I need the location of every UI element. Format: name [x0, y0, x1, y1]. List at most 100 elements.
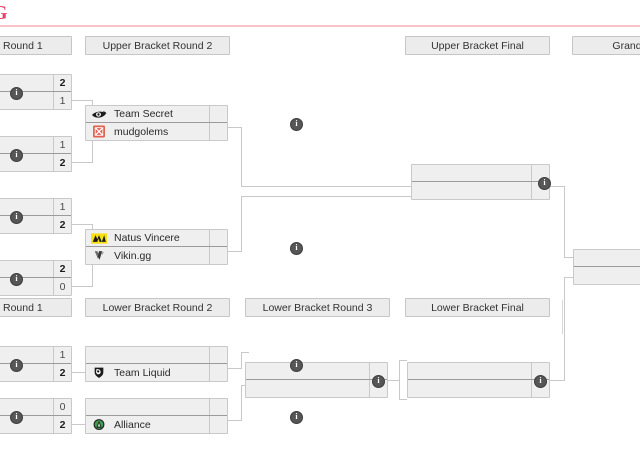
- connector: [92, 136, 93, 162]
- connector: [71, 286, 93, 287]
- connector: [71, 162, 93, 163]
- match-info-icon[interactable]: i: [290, 359, 303, 372]
- match-lower-r2-2[interactable]: Alliance i: [85, 398, 303, 434]
- team-score: 1: [53, 199, 71, 215]
- connector: [241, 196, 411, 197]
- match-row[interactable]: mudgolems: [86, 123, 227, 140]
- match-info-icon[interactable]: i: [290, 118, 303, 131]
- match-row[interactable]: Team Liquid: [86, 364, 227, 381]
- team-score: 1: [53, 92, 71, 109]
- score-column: [209, 347, 227, 363]
- connector: [564, 277, 565, 381]
- team-score: 1: [53, 137, 71, 153]
- header-upper-bracket-round-1[interactable]: et Round 1: [0, 36, 72, 55]
- team-name: ecret: [0, 77, 53, 89]
- connector: [399, 360, 407, 361]
- team-score: 2: [53, 416, 71, 433]
- connector: [241, 352, 249, 353]
- match-info-icon[interactable]: i: [10, 87, 23, 100]
- score-column: [209, 416, 227, 433]
- header-lower-bracket-round-2[interactable]: Lower Bracket Round 2: [85, 298, 230, 317]
- header-lower-bracket-round-1[interactable]: et Round 1: [0, 298, 72, 317]
- team-name: Team Secret: [114, 108, 173, 120]
- match-upper-r1-2[interactable]: quid 1 ems 2 i: [0, 136, 72, 172]
- match-lower-r2-1[interactable]: Team Liquid i: [85, 346, 303, 382]
- match-row[interactable]: Vikin.gg: [86, 247, 227, 264]
- match-row[interactable]: Alliance: [86, 416, 227, 433]
- team-liquid-logo: [90, 366, 108, 380]
- connector: [228, 127, 242, 128]
- connector: [241, 352, 242, 368]
- team-score: 2: [53, 261, 71, 277]
- header-divider: [0, 25, 640, 27]
- score-column: [531, 380, 549, 397]
- score-column: [369, 380, 387, 397]
- connector: [399, 380, 400, 400]
- connector: [564, 257, 574, 258]
- match-info-icon[interactable]: i: [10, 273, 23, 286]
- team-name: gma: [0, 95, 53, 107]
- match-info-icon[interactable]: i: [10, 411, 23, 424]
- match-row[interactable]: Team Secret: [86, 106, 227, 123]
- team-name: incere: [0, 219, 53, 231]
- match-lower-r3[interactable]: i: [245, 362, 388, 398]
- match-info-icon[interactable]: i: [290, 242, 303, 255]
- score-column: [531, 165, 549, 181]
- match-row[interactable]: [246, 380, 387, 397]
- match-upper-r1-1[interactable]: ecret 2 gma 1 i: [0, 74, 72, 110]
- connector: [549, 186, 565, 187]
- match-row[interactable]: [86, 347, 227, 364]
- vikingg-logo: [90, 249, 108, 263]
- match-info-icon[interactable]: i: [10, 359, 23, 372]
- match-row[interactable]: [574, 267, 640, 284]
- team-name: Vikin.gg: [114, 249, 152, 262]
- site-logo[interactable]: G: [0, 2, 14, 24]
- connector: [71, 372, 93, 373]
- match-lower-final[interactable]: i: [407, 362, 550, 398]
- score-column: [369, 363, 387, 379]
- team-score: 2: [53, 216, 71, 233]
- match-info-icon[interactable]: i: [538, 177, 551, 190]
- team-score: 2: [53, 364, 71, 381]
- team-score: 2: [53, 154, 71, 171]
- connector: [564, 186, 565, 258]
- match-upper-r1-4[interactable]: 2 0 i: [0, 260, 72, 296]
- match-row[interactable]: [412, 182, 549, 199]
- header-lower-bracket-final[interactable]: Lower Bracket Final: [405, 298, 550, 317]
- column-divider: [562, 300, 563, 334]
- header-grand-final[interactable]: Grand: [572, 36, 640, 55]
- team-name: mudgolems: [114, 125, 169, 138]
- header-upper-bracket-round-2[interactable]: Upper Bracket Round 2: [85, 36, 230, 55]
- match-lower-r1-1[interactable]: gma 1 quid 2 i: [0, 346, 72, 382]
- match-grand-final[interactable]: [573, 249, 640, 285]
- team-score: 0: [53, 399, 71, 415]
- header-lower-bracket-round-3[interactable]: Lower Bracket Round 3: [245, 298, 390, 317]
- match-row[interactable]: [574, 250, 640, 267]
- team-score: 0: [53, 278, 71, 295]
- match-info-icon[interactable]: i: [10, 211, 23, 224]
- score-column: [209, 106, 227, 122]
- match-upper-final[interactable]: i: [411, 164, 551, 200]
- match-row[interactable]: [408, 363, 549, 380]
- team-name: Alliance: [114, 418, 151, 431]
- header-upper-bracket-final[interactable]: Upper Bracket Final: [405, 36, 550, 55]
- match-row[interactable]: [246, 363, 387, 380]
- match-row[interactable]: [86, 399, 227, 416]
- connector: [92, 260, 93, 286]
- team-name: Team Liquid: [114, 366, 171, 379]
- match-row[interactable]: [408, 380, 549, 397]
- match-upper-r2-2[interactable]: Natus Vincere Vikin.gg i: [85, 229, 303, 265]
- match-info-icon[interactable]: i: [10, 149, 23, 162]
- score-column: [209, 123, 227, 140]
- match-row[interactable]: [412, 165, 549, 182]
- match-info-icon[interactable]: i: [290, 411, 303, 424]
- match-info-icon[interactable]: i: [372, 375, 385, 388]
- match-info-icon[interactable]: i: [534, 375, 547, 388]
- score-column: [209, 247, 227, 264]
- connector: [388, 380, 400, 381]
- match-upper-r1-3[interactable]: 1 incere 2 i: [0, 198, 72, 234]
- match-upper-r2-1[interactable]: Team Secret mudgolems i: [85, 105, 303, 141]
- match-row[interactable]: Natus Vincere: [86, 230, 227, 247]
- match-lower-r1-2[interactable]: 0 2 i: [0, 398, 72, 434]
